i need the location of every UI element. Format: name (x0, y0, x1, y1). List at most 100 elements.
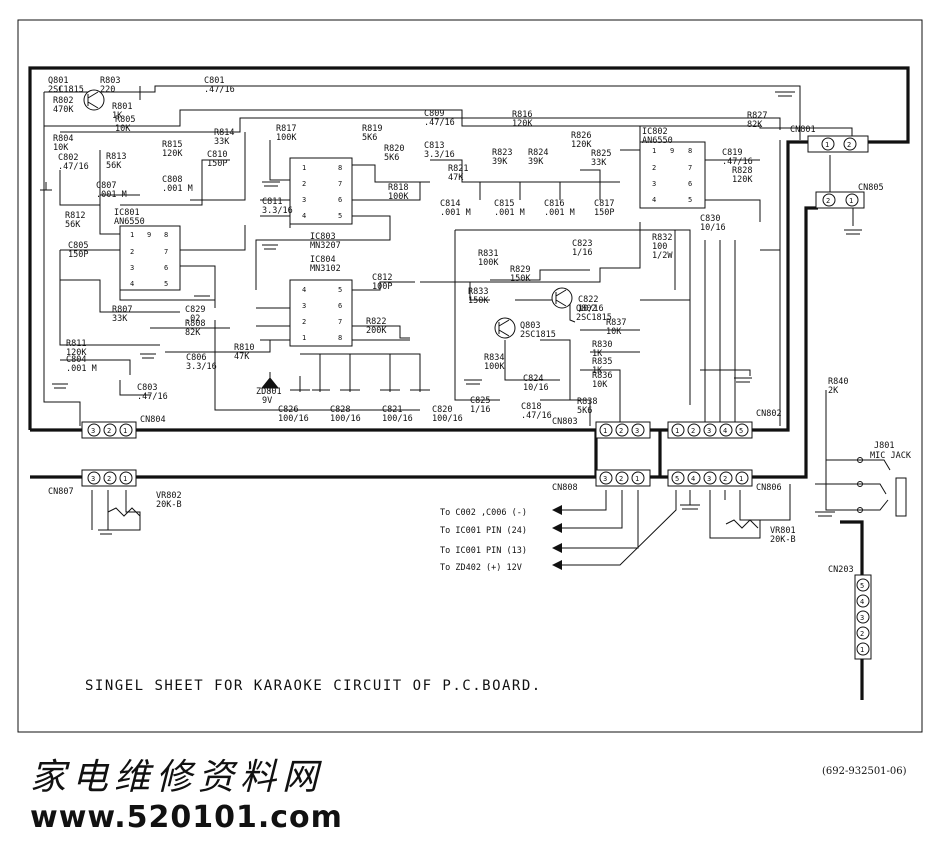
capacitor-value: 3.3/16 (262, 206, 293, 216)
resistor-ref: R820 (384, 144, 404, 154)
resistor-value: 100K (478, 258, 499, 268)
capacitor-value: .001 M (440, 208, 471, 218)
capacitor-ref: C809 (424, 109, 444, 119)
resistor-ref: R831 (478, 249, 498, 259)
resistor-value: 100K (276, 133, 297, 143)
svg-text:7: 7 (688, 164, 692, 172)
svg-text:6: 6 (338, 302, 342, 310)
resistor-ref: R802 (53, 96, 73, 106)
capacitor-ref: C811 (262, 197, 282, 207)
resistor-value: 100K (388, 192, 409, 202)
capacitor-ref: C821 (382, 405, 402, 415)
resistor-value: 33K (214, 137, 230, 147)
svg-text:2: 2 (723, 475, 727, 483)
capacitor-value: 150P (594, 208, 614, 218)
resistor-value: 150K (468, 296, 489, 306)
resistor-ref: R805 (115, 115, 135, 125)
svg-text:8: 8 (688, 147, 692, 155)
capacitor-value: 10/16 (578, 304, 604, 314)
connector-ref: CN808 (552, 483, 578, 493)
resistor-value: 100 (652, 242, 667, 252)
transistor-value: 2SC1815 (520, 330, 556, 340)
connector-ref: CN806 (756, 483, 782, 493)
svg-text:3: 3 (707, 427, 711, 435)
capacitor-value: 150P (207, 159, 227, 169)
capacitor-ref: C802 (58, 153, 78, 163)
svg-text:4: 4 (723, 427, 727, 435)
output-label: To ZD402 (+) 12V (440, 563, 522, 573)
ic-ref: IC802 (642, 127, 668, 137)
svg-text:6: 6 (338, 196, 342, 204)
svg-text:4: 4 (691, 475, 695, 483)
svg-text:1: 1 (860, 646, 864, 654)
diode-ref: ZD801 (256, 387, 282, 397)
electrolytic-caps (290, 376, 430, 392)
capacitor-value: .001 M (96, 190, 127, 200)
capacitor-value: 150P (68, 250, 88, 260)
resistor-value: 100K (484, 362, 505, 372)
capacitor-ref: C815 (494, 199, 514, 209)
svg-text:3: 3 (91, 475, 95, 483)
resistor-ref: R807 (112, 305, 132, 315)
component-labels: IC801AN6550IC802AN6550IC803MN3207IC804MN… (48, 76, 912, 575)
capacitor-value: .47/16 (521, 411, 552, 421)
svg-text:2: 2 (130, 248, 134, 256)
capacitor-value: 100P (372, 282, 392, 292)
ic-ref: IC804 (310, 255, 336, 265)
resistor-value: 47K (448, 173, 464, 183)
resistor-ref: R811 (66, 339, 86, 349)
svg-text:1: 1 (603, 427, 607, 435)
resistor-ref: R829 (510, 265, 530, 275)
resistor-value: 10K (606, 327, 622, 337)
resistor-ref: R817 (276, 124, 296, 134)
capacitor-ref: C814 (440, 199, 460, 209)
resistor-value: 120K (512, 119, 533, 129)
resistor-value: 200K (366, 326, 387, 336)
watermark-url: www.520101.com (30, 800, 343, 835)
svg-text:1: 1 (652, 147, 656, 155)
pcb-outline (28, 66, 910, 432)
capacitor-value: 3.3/16 (424, 150, 455, 160)
resistor-value: 10K (115, 124, 131, 134)
svg-text:3: 3 (130, 264, 134, 272)
capacitor-ref: C826 (278, 405, 298, 415)
resistor-value: 33K (591, 158, 607, 168)
svg-text:9: 9 (147, 231, 151, 239)
svg-text:6: 6 (688, 180, 692, 188)
resistor-value: 56K (106, 161, 122, 171)
transistor-ref: Q803 (520, 321, 540, 331)
resistor-ref: R836 (592, 371, 612, 381)
resistor-value: 2K (828, 386, 839, 396)
capacitor-ref: C806 (186, 353, 206, 363)
resistor-value: 470K (53, 105, 74, 115)
output-label: To IC001 PIN (13) (440, 546, 527, 556)
svg-text:2: 2 (826, 197, 830, 205)
mic-jack (857, 457, 907, 517)
svg-text:1: 1 (635, 475, 639, 483)
resistor-ref: R840 (828, 377, 848, 387)
capacitor-value: .47/16 (58, 162, 89, 172)
resistor-ref: R830 (592, 340, 612, 350)
capacitor-value: 100/16 (278, 414, 309, 424)
capacitor-ref: C824 (523, 374, 543, 384)
svg-text:2: 2 (302, 180, 306, 188)
jack-name: MIC JACK (870, 451, 912, 461)
capacitor-value: 100/16 (330, 414, 361, 424)
svg-text:5: 5 (675, 475, 679, 483)
resistor-ref: R821 (448, 164, 468, 174)
svg-text:4: 4 (302, 212, 306, 220)
svg-text:2: 2 (302, 318, 306, 326)
capacitor-ref: C812 (372, 273, 392, 283)
svg-text:4: 4 (652, 196, 656, 204)
svg-text:1: 1 (849, 197, 853, 205)
resistor-ref: R824 (528, 148, 548, 158)
pot-ref: VR802 (156, 491, 182, 501)
